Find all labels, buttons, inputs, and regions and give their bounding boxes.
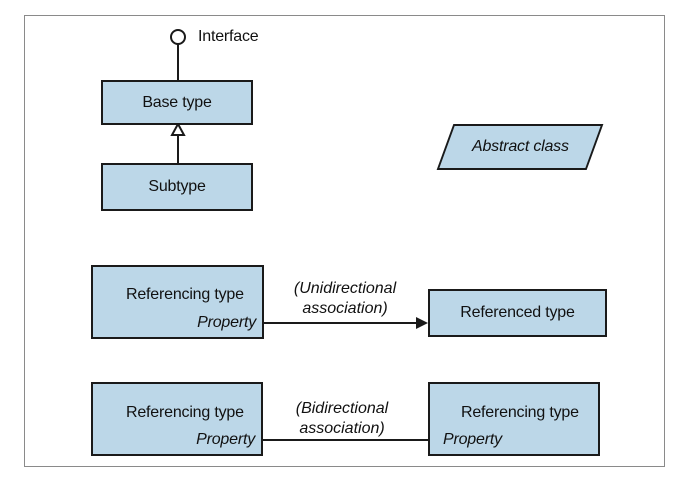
bidirectional-left-title: Referencing type [126, 404, 244, 421]
unidirectional-note-line2: association) [302, 300, 388, 317]
base-type-label: Base type [142, 93, 212, 111]
bidirectional-left-box: Referencing type Property [91, 382, 263, 456]
bidirectional-right-box: Referencing type Property [428, 382, 600, 456]
unidirectional-note: (Unidirectional association) [280, 279, 410, 319]
subtype-box: Subtype [101, 163, 253, 211]
unidirectional-property-label: Property [197, 314, 256, 331]
interface-label: Interface [198, 28, 259, 45]
bidirectional-note: (Bidirectional association) [277, 399, 407, 439]
referenced-type-box: Referenced type [428, 289, 607, 337]
arrowhead-icon [416, 317, 428, 329]
base-type-box: Base type [101, 80, 253, 125]
bidirectional-left-property: Property [196, 431, 255, 448]
unidirectional-referencing-type-title: Referencing type [126, 286, 244, 303]
bidirectional-note-line2: association) [299, 420, 385, 437]
referenced-type-label: Referenced type [460, 304, 575, 321]
bidirectional-note-line1: (Bidirectional [295, 400, 389, 417]
abstract-class-label: Abstract class [471, 138, 569, 155]
bidirectional-right-property: Property [443, 431, 502, 448]
unidirectional-referencing-type-box: Referencing type Property [91, 265, 264, 339]
abstract-class-shape: Abstract class [436, 124, 604, 170]
unidirectional-note-line1: (Unidirectional [293, 280, 397, 297]
subtype-label: Subtype [148, 178, 206, 195]
inheritance-triangle-icon [170, 121, 186, 136]
bidirectional-right-title: Referencing type [461, 404, 579, 421]
interface-circle-icon [170, 29, 186, 45]
